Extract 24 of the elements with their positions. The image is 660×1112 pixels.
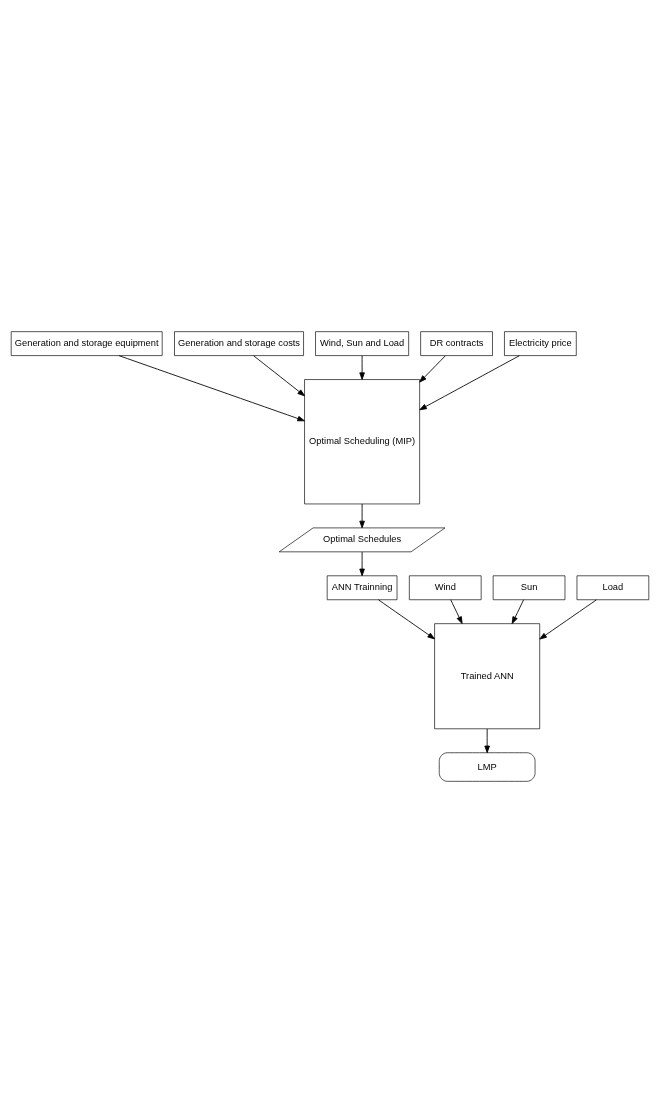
arrow xyxy=(378,598,435,639)
node-box: Trained ANN xyxy=(434,622,541,729)
node-box: DR contracts xyxy=(420,330,493,356)
node-box: Generation and storage equipment xyxy=(10,330,163,356)
arrow xyxy=(539,598,597,639)
arrow xyxy=(118,354,305,421)
arrow xyxy=(359,551,365,576)
node-box: Generation and storage costs xyxy=(174,330,304,356)
node-box: LMP xyxy=(438,751,536,782)
arrow xyxy=(359,354,365,380)
arrow xyxy=(419,354,446,383)
node-box: Wind xyxy=(409,574,482,600)
arrow xyxy=(359,503,365,528)
node-box: Wind, Sun and Load xyxy=(315,330,409,356)
node-box: Electricity price xyxy=(504,330,577,356)
arrow xyxy=(419,354,520,410)
arrow xyxy=(511,598,524,624)
arrow xyxy=(484,728,490,753)
node-box: Optimal Scheduling (MIP) xyxy=(304,378,420,504)
node-box: Sun xyxy=(492,574,566,600)
node-box: Load xyxy=(576,574,650,600)
arrow xyxy=(253,354,305,396)
arrow xyxy=(450,598,463,624)
node-box: ANN Trainning xyxy=(326,574,398,600)
